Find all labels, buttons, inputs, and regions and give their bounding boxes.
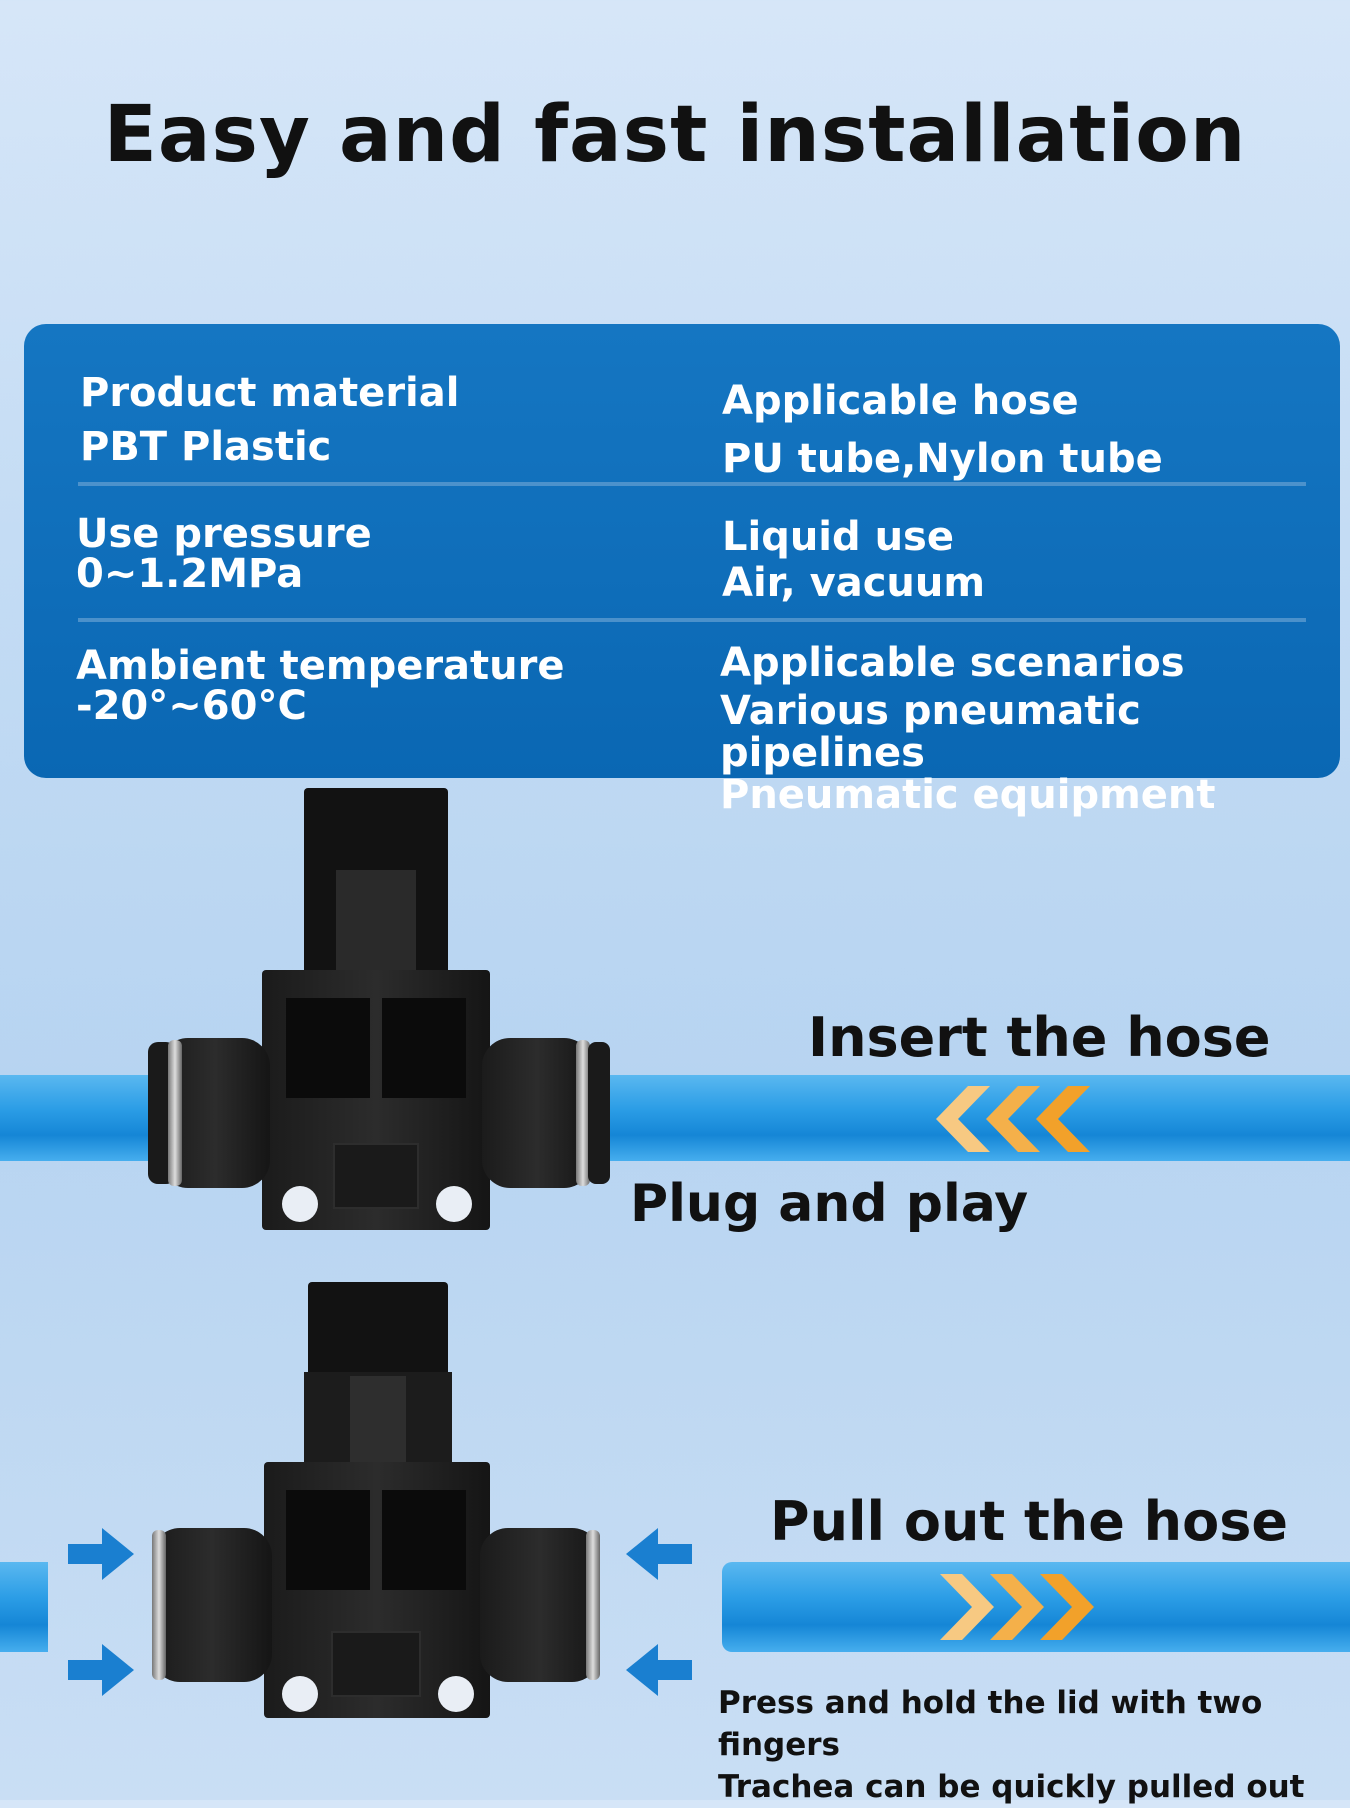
spec-label: Applicable hose	[722, 378, 1079, 424]
spec-pressure: Use pressure 0~1.2MPa	[76, 514, 372, 594]
push-arrow-icon	[68, 1528, 134, 1580]
spec-panel: Product material PBT Plastic Applicable …	[24, 324, 1340, 816]
pull-hose-label: Pull out the hose	[770, 1490, 1288, 1553]
spec-hose: Applicable hose PU tube,Nylon tube	[722, 378, 1163, 482]
push-arrow-icon	[626, 1528, 692, 1580]
spec-value: Air, vacuum	[722, 560, 986, 606]
spec-value: Various pneumatic pipelines	[720, 688, 1141, 776]
pull-arrows-icon	[940, 1574, 1094, 1640]
instruction-line: Press and hold the lid with two fingers	[718, 1685, 1263, 1763]
spec-scenarios: Applicable scenarios Various pneumatic p…	[720, 640, 1340, 816]
spec-label: Ambient temperature	[76, 643, 565, 689]
push-arrow-icon	[68, 1644, 134, 1696]
spec-value: -20°~60°C	[76, 683, 307, 729]
hose-left-upper	[0, 1075, 160, 1161]
valve-lower-image	[152, 1282, 600, 1718]
instruction-line: Trachea can be quickly pulled out	[718, 1769, 1305, 1805]
valve-upper-image	[148, 788, 610, 1230]
spec-label: Liquid use	[722, 514, 954, 560]
divider	[78, 482, 1306, 486]
hose-left-lower	[0, 1562, 48, 1652]
spec-label: Product material	[80, 370, 460, 416]
spec-label: Applicable scenarios	[720, 640, 1185, 686]
spec-temperature: Ambient temperature -20°~60°C	[76, 646, 565, 726]
insert-arrows-icon	[936, 1086, 1090, 1152]
spec-value: 0~1.2MPa	[76, 551, 304, 597]
spec-label: Use pressure	[76, 511, 372, 557]
push-arrow-icon	[626, 1644, 692, 1696]
spec-value: Pneumatic equipment	[720, 772, 1216, 818]
spec-value: PU tube,Nylon tube	[722, 436, 1163, 482]
insert-hose-label: Insert the hose	[808, 1006, 1271, 1069]
spec-liquid: Liquid use Air, vacuum	[722, 514, 985, 606]
divider	[78, 618, 1306, 622]
spec-value: PBT Plastic	[80, 424, 332, 470]
page-title: Easy and fast installation	[103, 90, 1247, 180]
pull-instructions: Press and hold the lid with two fingers …	[718, 1682, 1350, 1808]
plug-and-play-label: Plug and play	[630, 1174, 1029, 1234]
spec-material: Product material PBT Plastic	[80, 370, 459, 470]
